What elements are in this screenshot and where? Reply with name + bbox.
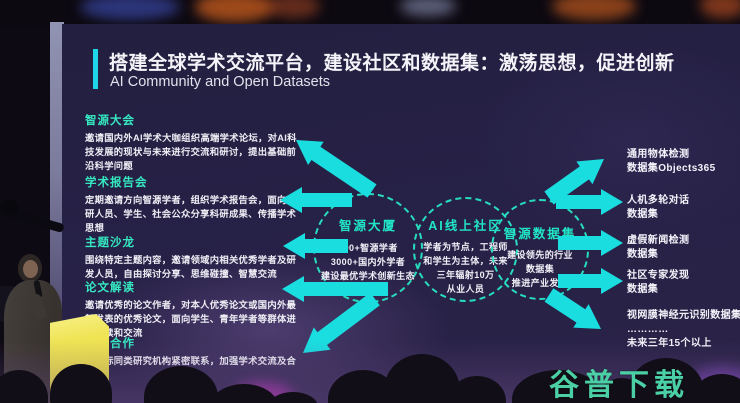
circle-line: 数据集 (525, 263, 555, 274)
section-conference: 智源大会 邀请国内外AI学术大咖组织高端学术论坛，对AI科技发展的现状与未来进行… (85, 112, 299, 173)
dataset-label: 数据集 (627, 249, 659, 261)
circle-heading: AI线上社区 (428, 219, 503, 233)
circle-line: 从业人员 (446, 283, 485, 294)
circle-line: 3000+国内外学者 (330, 256, 406, 267)
stage-light-orange (552, 0, 636, 20)
dataset-label: 人机多轮对话 (627, 195, 690, 206)
circle-line: 建设最优学术创新生态 (320, 270, 415, 281)
dataset-label: 虚假新闻检测 (627, 235, 690, 246)
slide-title: 搭建全球学术交流平台，建设社区和数据集：激荡思想，促进创新 (109, 53, 675, 74)
dataset-expert-finding: 社区专家发现 数据集 (627, 269, 740, 297)
audience-head (268, 392, 318, 403)
dataset-label: 数据集 (627, 209, 659, 221)
stage-light-blue (80, 0, 180, 20)
dataset-label: ………… (627, 324, 669, 336)
circle-line: 300+智源学者 (338, 243, 398, 253)
section-body: 邀请优秀的论文作者，对本人优秀论文或国内外最新发表的优秀论文，面向学生、青年学者… (85, 300, 297, 339)
dataset-dialogue: 人机多轮对话 数据集 (627, 194, 740, 222)
circle-baai-building: 智源大厦 300+智源学者 3000+国内外学者 建设最优学术创新生态 (313, 193, 423, 303)
section-salon: 主题沙龙 围绕特定主题内容，邀请领域内相关优秀学者及研发人员，自由探讨分享、思维… (85, 234, 299, 281)
stage-light-orange (268, 0, 320, 18)
section-body: 围绕特定主题内容，邀请领域内相关优秀学者及研发人员，自由探讨分享、思维碰撞、智慧… (85, 255, 297, 280)
speaker-face (23, 260, 38, 278)
audience-head (210, 384, 278, 403)
dataset-retina: 视网膜神经元识别数据集 ………… 未来三年15个以上 (627, 309, 740, 352)
section-body: 邀请国内外AI学术大咖组织高端学术论坛，对AI科技发展的现状与未来进行交流和研讨… (85, 133, 297, 172)
section-heading: 论文解读 (85, 282, 135, 294)
watermark: 谷普下载 (549, 369, 689, 402)
dataset-label: 数据集Objects365 (627, 163, 716, 175)
stage-light-orange (195, 0, 275, 22)
dataset-fake-news: 虚假新闻检测 数据集 (627, 234, 740, 262)
section-heading: 智源大会 (85, 115, 135, 127)
circle-heading: 智源大厦 (338, 219, 397, 233)
microphone-head (0, 200, 18, 215)
circle-line: 三年辐射10万 (436, 269, 495, 280)
slide-subtitle: AI Community and Open Datasets (110, 74, 331, 90)
circle-line: 学者为节点，工程师 (423, 242, 508, 252)
dataset-objects365: 通用物体检测 数据集Objects365 (627, 148, 740, 176)
dataset-label: 通用物体检测 (627, 149, 690, 160)
dataset-label: 社区专家发现 (627, 270, 690, 281)
dataset-label: 视网膜神经元识别数据集 (627, 310, 740, 321)
circle-line: 建设领先的行业 (507, 250, 573, 260)
stage-light-white (400, 0, 456, 16)
title-accent-bar (93, 49, 98, 89)
section-heading: 主题沙龙 (85, 237, 135, 249)
dataset-label: 未来三年15个以上 (627, 337, 740, 351)
circle-line: 和学生为主体，未来 (423, 255, 508, 266)
section-reports: 学术报告会 定期邀请方向智源学者，组织学术报告会，面向科研人员、学生、社会公众分… (85, 174, 299, 235)
circle-line: 推进产业发展 (511, 277, 569, 288)
circle-heading: 智源数据集 (503, 227, 577, 241)
section-heading: 学术报告会 (85, 177, 148, 189)
section-body: 定期邀请方向智源学者，组织学术报告会，面向科研人员、学生、社会公众分享科研成果、… (85, 195, 297, 234)
circle-baai-datasets: 智源数据集 建设领先的行业 数据集 推进产业发展 (491, 199, 589, 300)
stage-light-orange (700, 0, 740, 18)
section-papers: 论文解读 邀请优秀的论文作者，对本人优秀论文或国内外最新发表的优秀论文，面向学生… (85, 279, 299, 340)
dataset-label: 数据集 (627, 284, 659, 296)
